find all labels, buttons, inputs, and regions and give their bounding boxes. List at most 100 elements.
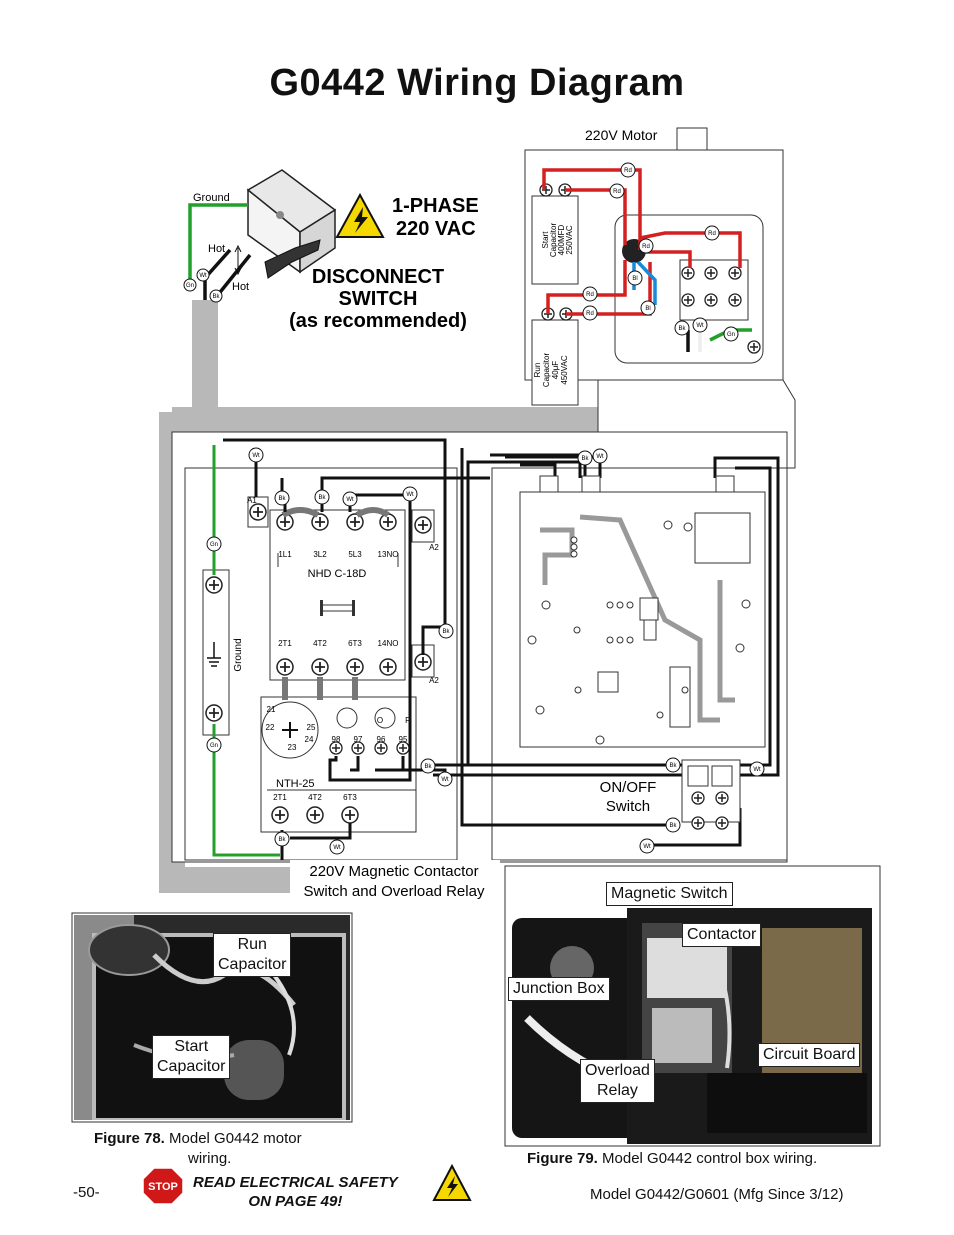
dial-label: 25	[307, 723, 316, 732]
run-capacitor-label: Run	[533, 363, 542, 378]
voltage-label: 220 VAC	[396, 218, 476, 240]
terminal-label: 4T2	[308, 793, 322, 802]
terminal-label: 4T2	[313, 639, 327, 648]
terminal-label: 2T1	[278, 639, 292, 648]
wire-tag: Rd	[613, 189, 621, 195]
circuit-board-callout: Circuit Board	[758, 1043, 861, 1067]
wire-tag: Rd	[586, 292, 594, 298]
wire-tag: Rd	[708, 231, 716, 237]
aux-label: O	[377, 716, 383, 725]
figure-78-frame	[71, 912, 353, 1123]
wire-tag: Wt	[753, 767, 761, 773]
wire-tag: Bk	[678, 326, 686, 332]
onoff-switch-diagram	[681, 759, 741, 830]
wire-tag: Gn	[186, 283, 194, 289]
overload-relay-callout: Overload Relay	[580, 1059, 655, 1103]
wire-tag: Wt	[252, 453, 260, 459]
overload-relay	[260, 677, 417, 833]
wire-tag: Wt	[199, 273, 207, 279]
wire-tag: Bk	[442, 629, 450, 635]
terminal-label: A2	[429, 543, 439, 552]
model-footer: Model G0442/G0601 (Mfg Since 3/12)	[590, 1186, 844, 1203]
onoff-label: Switch	[606, 798, 650, 815]
box-caption: 220V Magnetic Contactor	[309, 863, 478, 880]
dial-label: 23	[288, 743, 297, 752]
figure-79-caption: Figure 79. Model G0442 control box wirin…	[527, 1150, 818, 1167]
stop-icon: STOP	[142, 1167, 184, 1205]
run-capacitor-label: Capacitor	[542, 353, 551, 388]
figure-78-caption: wiring.	[188, 1150, 232, 1167]
terminal-label: A2	[429, 676, 439, 685]
aux-label: R	[405, 716, 411, 725]
wire-tag: Gn	[210, 542, 218, 548]
phase-label: 1-PHASE	[392, 195, 479, 217]
page-number: -50-	[73, 1184, 100, 1201]
wire-tag: Bk	[278, 837, 286, 843]
wire-tag: Wt	[441, 777, 449, 783]
start-capacitor-label: Start	[541, 231, 550, 249]
ground-label: Ground	[233, 638, 244, 671]
dial-label: 21	[267, 705, 276, 714]
wire-tag: Wt	[333, 845, 341, 851]
overload-model: NTH-25	[276, 778, 315, 790]
aux-label: 95	[399, 735, 408, 744]
wire-tag: Rd	[642, 244, 650, 250]
wire-tag: Bl	[632, 276, 637, 282]
start-capacitor-callout: Start Capacitor	[152, 1035, 231, 1079]
start-capacitor-label: 400MFD	[557, 224, 566, 255]
start-capacitor-label: 250VAC	[565, 225, 574, 254]
contactor-callout: Contactor	[682, 923, 762, 947]
start-capacitor-label: Capacitor	[549, 223, 558, 258]
wire-tag: Wt	[643, 844, 651, 850]
run-capacitor-callout: Run Capacitor	[213, 933, 292, 977]
wire-tag: Rd	[624, 168, 632, 174]
dial-label: 24	[305, 735, 314, 744]
electrical-hazard-icon	[432, 1164, 472, 1201]
disconnect-label: DISCONNECT	[312, 266, 444, 288]
wire-tag: Bk	[424, 764, 432, 770]
wire-tag: Wt	[346, 497, 354, 503]
magnetic-switch-callout: Magnetic Switch	[606, 882, 733, 906]
wire-tag: Bk	[278, 496, 286, 502]
figure-78-caption: Figure 78. Model G0442 motor	[94, 1130, 302, 1147]
page-title: G0442 Wiring Diagram	[269, 62, 685, 104]
circuit-board-panel	[491, 467, 788, 861]
disconnect-label: (as recommended)	[289, 310, 467, 332]
board-connectors	[527, 475, 751, 745]
electrical-hazard-icon	[335, 192, 385, 238]
wire-tag: Wt	[596, 454, 604, 460]
terminal-label: 6T3	[343, 793, 357, 802]
wire-tag: Bk	[212, 294, 220, 300]
terminal-label: 3L2	[313, 550, 327, 559]
wire-tag: Bk	[318, 495, 326, 501]
terminal-label: 5L3	[348, 550, 362, 559]
ground-icon	[207, 642, 221, 667]
control-box-photo	[507, 868, 878, 1144]
terminal-label: A1	[247, 496, 257, 505]
terminal-label: 6T3	[348, 639, 362, 648]
wire-tag: Wt	[696, 323, 704, 329]
box-caption: Switch and Overload Relay	[304, 883, 485, 900]
aux-label: 96	[377, 735, 386, 744]
wire-tag: Bk	[669, 823, 677, 829]
figure-79-frame	[504, 865, 881, 1147]
contactor	[247, 496, 435, 681]
ground-label: Ground	[193, 192, 230, 204]
run-capacitor-label: 450VAC	[560, 355, 569, 384]
dial-label: 22	[266, 723, 275, 732]
disconnect-switch	[246, 169, 337, 279]
terminal-label: 13NO	[378, 550, 399, 559]
stop-text: STOP	[148, 1181, 178, 1193]
wire-tag: Rd	[586, 311, 594, 317]
junction-box-callout: Junction Box	[508, 977, 610, 1001]
aux-label: 98	[332, 735, 341, 744]
disconnect-label: SWITCH	[339, 288, 418, 310]
safety-warning: READ ELECTRICAL SAFETY ON PAGE 49!	[193, 1174, 398, 1210]
terminal-label: 1L1	[278, 550, 292, 559]
hot-label: Hot	[232, 281, 249, 293]
wire-tag: Bl	[645, 306, 650, 312]
motor-label: 220V Motor	[585, 127, 658, 143]
hot-label: Hot	[208, 243, 225, 255]
run-capacitor-label: 40μF	[551, 361, 560, 380]
